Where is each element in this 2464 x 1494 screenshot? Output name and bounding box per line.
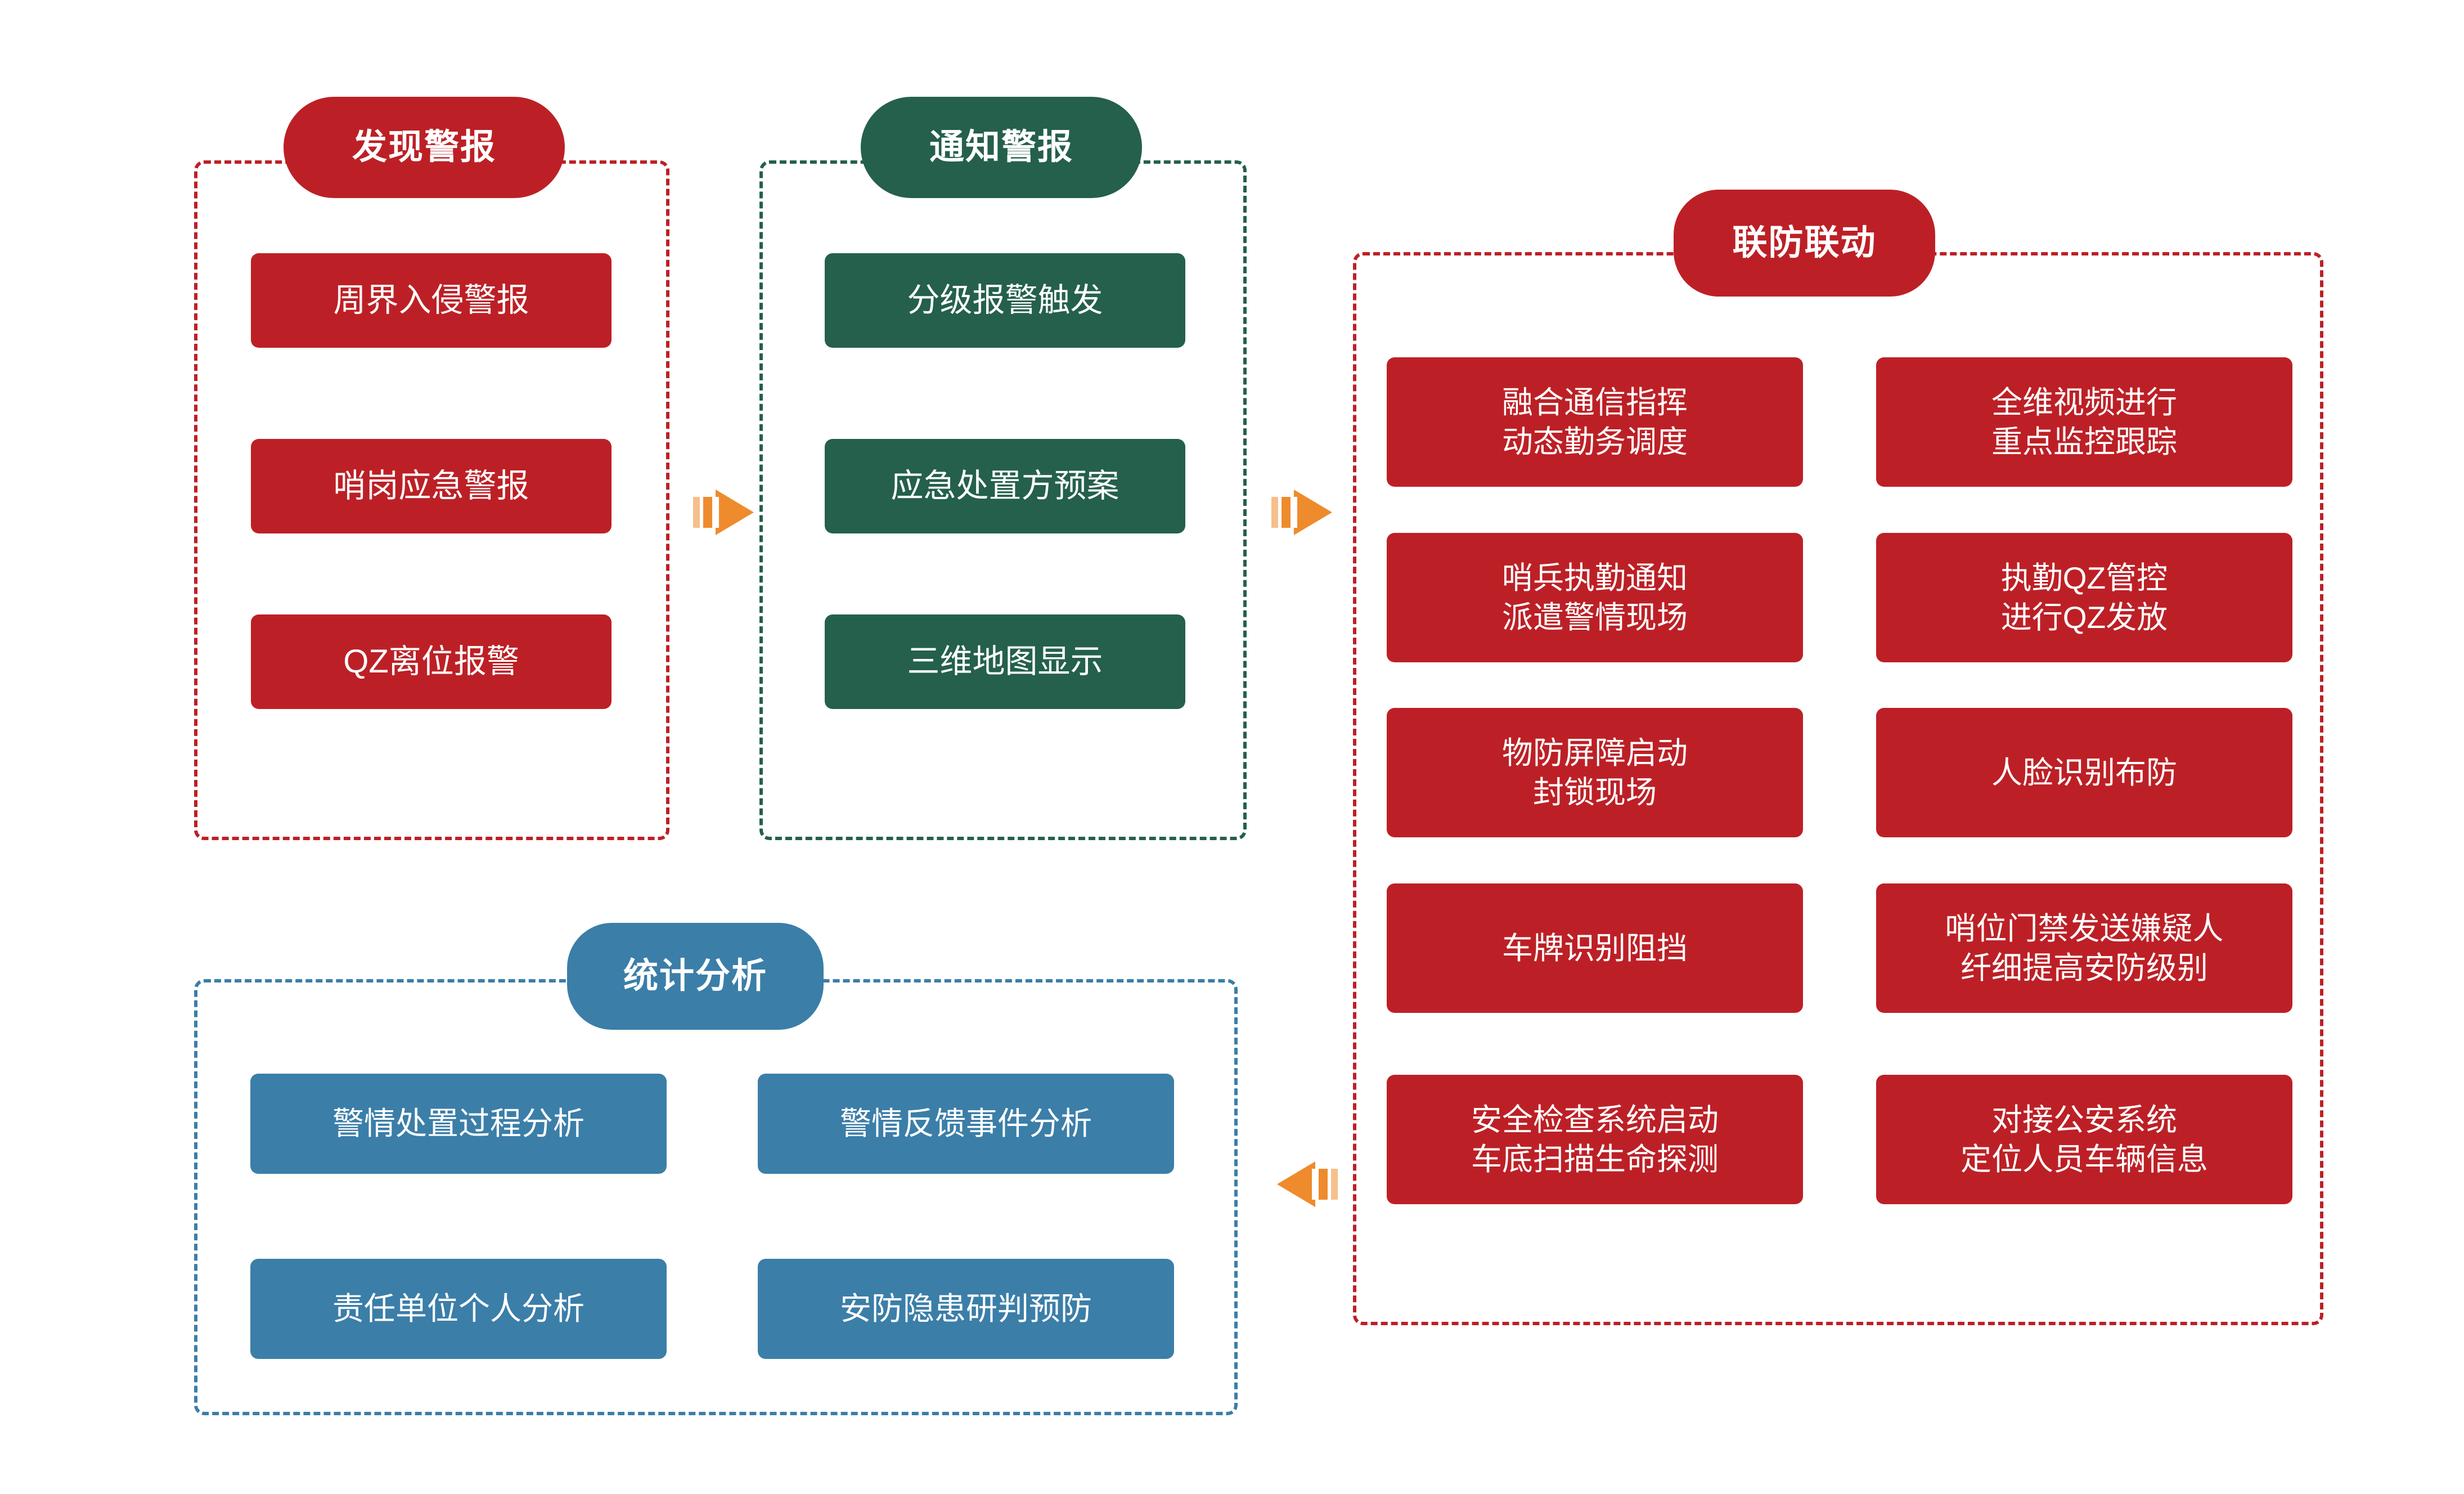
- panel-title-statistics: 统计分析: [567, 923, 824, 1030]
- item-alarm-disposal-process-analysis[interactable]: 警情处置过程分析: [250, 1074, 667, 1174]
- item-face-recognition-deployment[interactable]: 人脸识别布防: [1876, 708, 2292, 837]
- item-perimeter-intrusion-alarm[interactable]: 周界入侵警报: [251, 253, 611, 348]
- arrow-joint-to-statistics-icon: [1276, 1155, 1338, 1214]
- item-graded-alarm-trigger[interactable]: 分级报警触发: [825, 253, 1185, 348]
- item-3d-map-display[interactable]: 三维地图显示: [825, 614, 1185, 709]
- item-duty-qz-control[interactable]: 执勤QZ管控 进行QZ发放: [1876, 533, 2292, 662]
- item-fusion-communication-command[interactable]: 融合通信指挥 动态勤务调度: [1387, 357, 1803, 487]
- item-qz-offpost-alarm[interactable]: QZ离位报警: [251, 614, 611, 709]
- arrow-discover-to-notify-icon: [693, 483, 755, 542]
- item-sentry-duty-notification[interactable]: 哨兵执勤通知 派遣警情现场: [1387, 533, 1803, 662]
- item-security-inspection-system[interactable]: 安全检查系统启动 车底扫描生命探测: [1387, 1075, 1803, 1204]
- panel-title-joint-defense: 联防联动: [1674, 190, 1935, 297]
- panel-title-notify-alarm: 通知警报: [861, 97, 1142, 198]
- item-post-emergency-alarm[interactable]: 哨岗应急警报: [251, 439, 611, 533]
- panel-title-discover-alarm: 发现警报: [284, 97, 565, 198]
- item-omni-video-tracking[interactable]: 全维视频进行 重点监控跟踪: [1876, 357, 2292, 487]
- item-public-security-integration[interactable]: 对接公安系统 定位人员车辆信息: [1876, 1075, 2292, 1204]
- item-emergency-disposal-plan[interactable]: 应急处置方预案: [825, 439, 1185, 533]
- item-alarm-feedback-event-analysis[interactable]: 警情反馈事件分析: [758, 1074, 1174, 1174]
- arrow-notify-to-joint-icon: [1271, 483, 1333, 542]
- item-responsible-unit-individual-analysis[interactable]: 责任单位个人分析: [250, 1259, 667, 1359]
- item-license-plate-blocking[interactable]: 车牌识别阻挡: [1387, 883, 1803, 1013]
- item-physical-barrier-lockdown[interactable]: 物防屏障启动 封锁现场: [1387, 708, 1803, 837]
- item-post-access-suspect-push[interactable]: 哨位门禁发送嫌疑人 纤细提高安防级别: [1876, 883, 2292, 1013]
- item-security-hazard-prevention[interactable]: 安防隐患研判预防: [758, 1259, 1174, 1359]
